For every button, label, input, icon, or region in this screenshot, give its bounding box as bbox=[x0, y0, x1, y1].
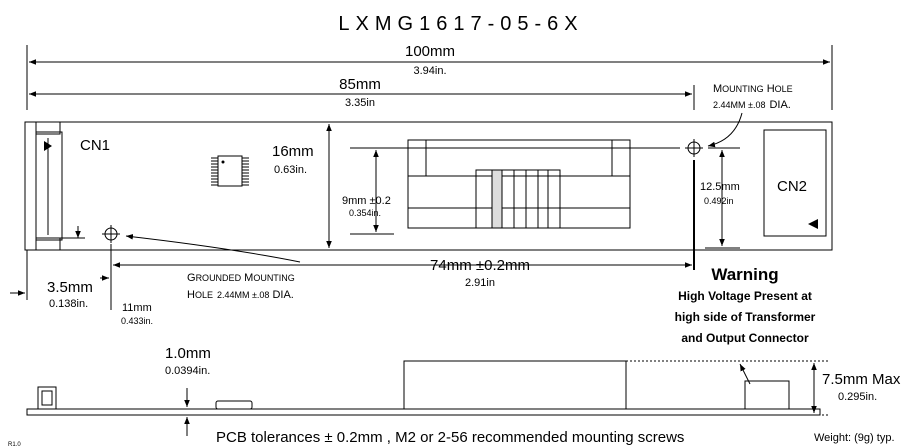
dim-left-mm: 3.5mm bbox=[47, 279, 93, 296]
svg-text:MOUNTING HOLE: MOUNTING HOLE bbox=[713, 83, 793, 95]
dim-cn-offset-mm: 9mm ±0.2 bbox=[342, 195, 391, 207]
dim-cn-offset: 9mm ±0.2 0.354in. bbox=[342, 147, 680, 235]
dim-overall-mm: 100mm bbox=[405, 43, 455, 60]
dim-cn2-mm: 12.5mm bbox=[700, 181, 740, 193]
revision-note: R1.0 bbox=[8, 442, 21, 448]
pcb-side-view bbox=[26, 360, 830, 416]
dim-overall-in: 3.94in. bbox=[413, 65, 446, 77]
dim-max-h-in: 0.295in. bbox=[838, 391, 877, 403]
cn2-label: CN2 bbox=[777, 178, 807, 195]
dim-left2-mm: 11mm bbox=[122, 302, 152, 314]
dim-height-mm: 16mm bbox=[272, 143, 314, 160]
dim-pcb-t-mm: 1.0mm bbox=[165, 345, 211, 362]
drawing-title: LXMG1617-05-6X bbox=[338, 13, 583, 35]
grounded-mounting-hole bbox=[102, 225, 120, 243]
warning-note: Warning High Voltage Present at high sid… bbox=[675, 265, 816, 345]
dim-left-edge: 3.5mm 0.138in. bbox=[10, 226, 93, 310]
cn1-label: CN1 bbox=[80, 137, 110, 154]
dim-pcb-t-in: 0.0394in. bbox=[165, 365, 210, 377]
warning-title: Warning bbox=[711, 265, 778, 284]
dim-left-in: 0.138in. bbox=[49, 298, 88, 310]
dim-max-h-mm: 7.5mm Max bbox=[822, 371, 901, 388]
mounting-hole-right bbox=[685, 139, 703, 157]
transformer bbox=[407, 139, 631, 229]
dim-left2: 11mm 0.433in. bbox=[100, 244, 153, 326]
gmh-size: 2.44MM ±.08 bbox=[217, 290, 269, 300]
dim-overall-width: 100mm 3.94in. bbox=[26, 43, 833, 110]
dim-gnd-x: 74mm ±0.2mm 2.91in bbox=[113, 257, 692, 289]
dim-max-height: 7.5mm Max 0.295in. bbox=[811, 363, 901, 413]
warning-line2: high side of Transformer bbox=[675, 310, 816, 324]
gmh-dia: DIA. bbox=[272, 289, 293, 301]
dim-height: 16mm 0.63in. bbox=[272, 124, 332, 248]
dim-gnd-x-mm: 74mm ±0.2mm bbox=[430, 257, 530, 274]
pcb-top-view bbox=[24, 121, 833, 251]
warning-line3: and Output Connector bbox=[681, 331, 809, 345]
ic-chip bbox=[211, 155, 249, 187]
dim-cn2-in: 0.492in bbox=[704, 196, 734, 206]
dim-pcb-thickness: 1.0mm 0.0394in. bbox=[165, 345, 211, 436]
dim-left2-in: 0.433in. bbox=[121, 316, 153, 326]
cn2-connector: CN2 bbox=[763, 129, 827, 237]
dim-cn2: 12.5mm 0.492in bbox=[700, 147, 740, 249]
svg-text:GROUNDED MOUNTING: GROUNDED MOUNTING bbox=[187, 272, 295, 284]
weight-note: Weight: (9g) typ. bbox=[814, 432, 895, 444]
cn1-connector: CN1 bbox=[35, 121, 110, 251]
warning-line1: High Voltage Present at bbox=[678, 289, 812, 303]
dim-gnd-x-in: 2.91in bbox=[465, 277, 495, 289]
mounting-hole-label: MOUNTING HOLE 2.44MM ±.08 DIA. bbox=[707, 83, 793, 148]
dim-height-in: 0.63in. bbox=[274, 164, 307, 176]
dim-hole-spacing: 85mm 3.35in bbox=[29, 76, 695, 110]
dim-holes-in: 3.35in bbox=[345, 97, 375, 109]
pcb-tolerance-note: PCB tolerances ± 0.2mm , M2 or 2-56 reco… bbox=[216, 429, 684, 446]
dim-cn-offset-in: 0.354in. bbox=[349, 208, 381, 218]
mh-size: 2.44MM ±.08 bbox=[713, 100, 765, 110]
mh-dia: DIA. bbox=[769, 99, 790, 111]
dim-holes-mm: 85mm bbox=[339, 76, 381, 93]
